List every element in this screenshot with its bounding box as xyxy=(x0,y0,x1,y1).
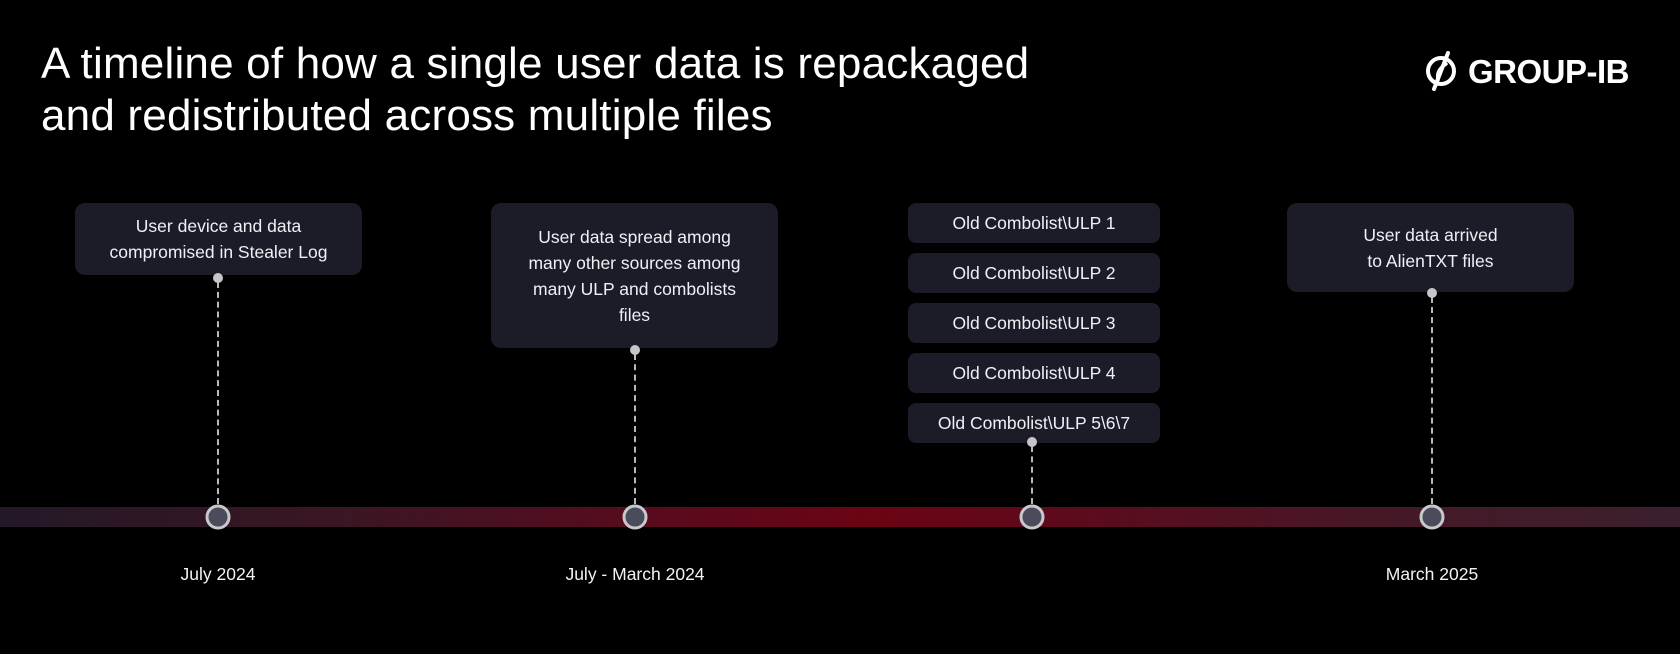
timeline-node xyxy=(622,504,648,530)
timeline-band xyxy=(0,507,1680,527)
event-card-spread: User data spread among many other source… xyxy=(491,203,778,348)
file-item: Old Combolist\ULP 4 xyxy=(908,353,1160,393)
file-item: Old Combolist\ULP 2 xyxy=(908,253,1160,293)
event-text: User device and data compromised in Stea… xyxy=(109,216,328,262)
connector-dot xyxy=(1427,288,1437,298)
file-label: Old Combolist\ULP 1 xyxy=(952,212,1116,233)
file-label: Old Combolist\ULP 3 xyxy=(952,312,1116,333)
page-title: A timeline of how a single user data is … xyxy=(41,38,1029,142)
connector-dot xyxy=(630,345,640,355)
connector-line xyxy=(217,282,219,504)
date-label: July - March 2024 xyxy=(565,564,705,584)
file-item: Old Combolist\ULP 1 xyxy=(908,203,1160,243)
event-card-alientxt: User data arrived to AlienTXT files xyxy=(1287,203,1574,292)
connector-line xyxy=(1431,297,1433,504)
group-ib-logo: GROUP-IB xyxy=(1424,50,1630,92)
timeline-node xyxy=(1019,504,1045,530)
connector-dot xyxy=(213,273,223,283)
timeline-node xyxy=(205,504,231,530)
file-item: Old Combolist\ULP 5\6\7 xyxy=(908,403,1160,443)
event-text: User data arrived to AlienTXT files xyxy=(1363,224,1498,271)
file-label: Old Combolist\ULP 2 xyxy=(952,262,1116,283)
event-text: User data spread among many other source… xyxy=(528,226,741,325)
logo-text: GROUP-IB xyxy=(1468,52,1630,90)
date-label: July 2024 xyxy=(180,564,256,584)
file-label: Old Combolist\ULP 5\6\7 xyxy=(937,412,1131,433)
event-card-stealer-log: User device and data compromised in Stea… xyxy=(75,203,362,275)
title-line-2: and redistributed across multiple files xyxy=(41,91,773,140)
title-line-1: A timeline of how a single user data is … xyxy=(41,39,1030,88)
file-label: Old Combolist\ULP 4 xyxy=(952,362,1116,383)
file-item: Old Combolist\ULP 3 xyxy=(908,303,1160,343)
date-label: March 2025 xyxy=(1385,564,1479,584)
connector-line xyxy=(1031,446,1033,504)
timeline-node xyxy=(1419,504,1445,530)
connector-dot xyxy=(1027,437,1037,447)
connector-line xyxy=(634,354,636,504)
group-ib-slashed-circle-icon xyxy=(1426,51,1456,91)
